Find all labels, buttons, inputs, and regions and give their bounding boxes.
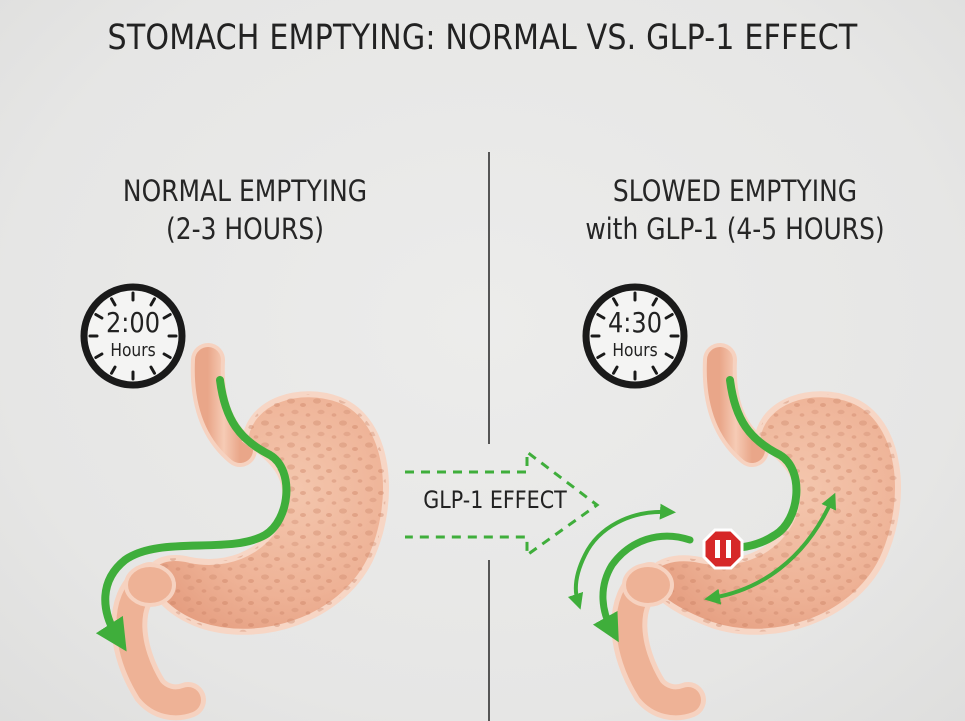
slowed-clock: 4:30 Hours: [580, 281, 690, 391]
normal-clock: 2:00 Hours: [78, 281, 188, 391]
page-title: STOMACH EMPTYING: NORMAL VS. GLP-1 EFFEC…: [107, 18, 858, 58]
slowed-emptying-duration: with GLP-1 (4-5 HOURS): [585, 212, 885, 246]
clock-icon: [80, 283, 186, 389]
slowed-clock-time: 4:30: [607, 306, 663, 339]
slowed-emptying-heading: SLOWED EMPTYING with GLP-1 (4-5 HOURS): [559, 172, 912, 248]
clock-icon: [582, 283, 688, 389]
normal-emptying-heading: NORMAL EMPTYING (2-3 HOURS): [86, 172, 404, 248]
churn-arrow-left: [567, 503, 676, 610]
normal-emptying-duration: (2-3 HOURS): [166, 212, 324, 246]
normal-clock-time: 2:00: [105, 306, 161, 339]
normal-emptying-title: NORMAL EMPTYING: [122, 174, 368, 208]
pause-stop-icon: [702, 528, 744, 570]
center-divider-top: [488, 152, 490, 444]
center-divider-bottom: [488, 560, 490, 721]
slowed-stomach: [567, 343, 901, 721]
normal-stomach: [95, 343, 389, 721]
normal-clock-unit: Hours: [110, 340, 156, 361]
glp1-effect-label: GLP-1 EFFECT: [423, 486, 567, 514]
slowed-clock-unit: Hours: [612, 340, 658, 361]
slowed-emptying-title: SLOWED EMPTYING: [612, 174, 858, 208]
normal-flow-arrow: [95, 376, 291, 652]
churn-arrow-right: [704, 492, 837, 605]
